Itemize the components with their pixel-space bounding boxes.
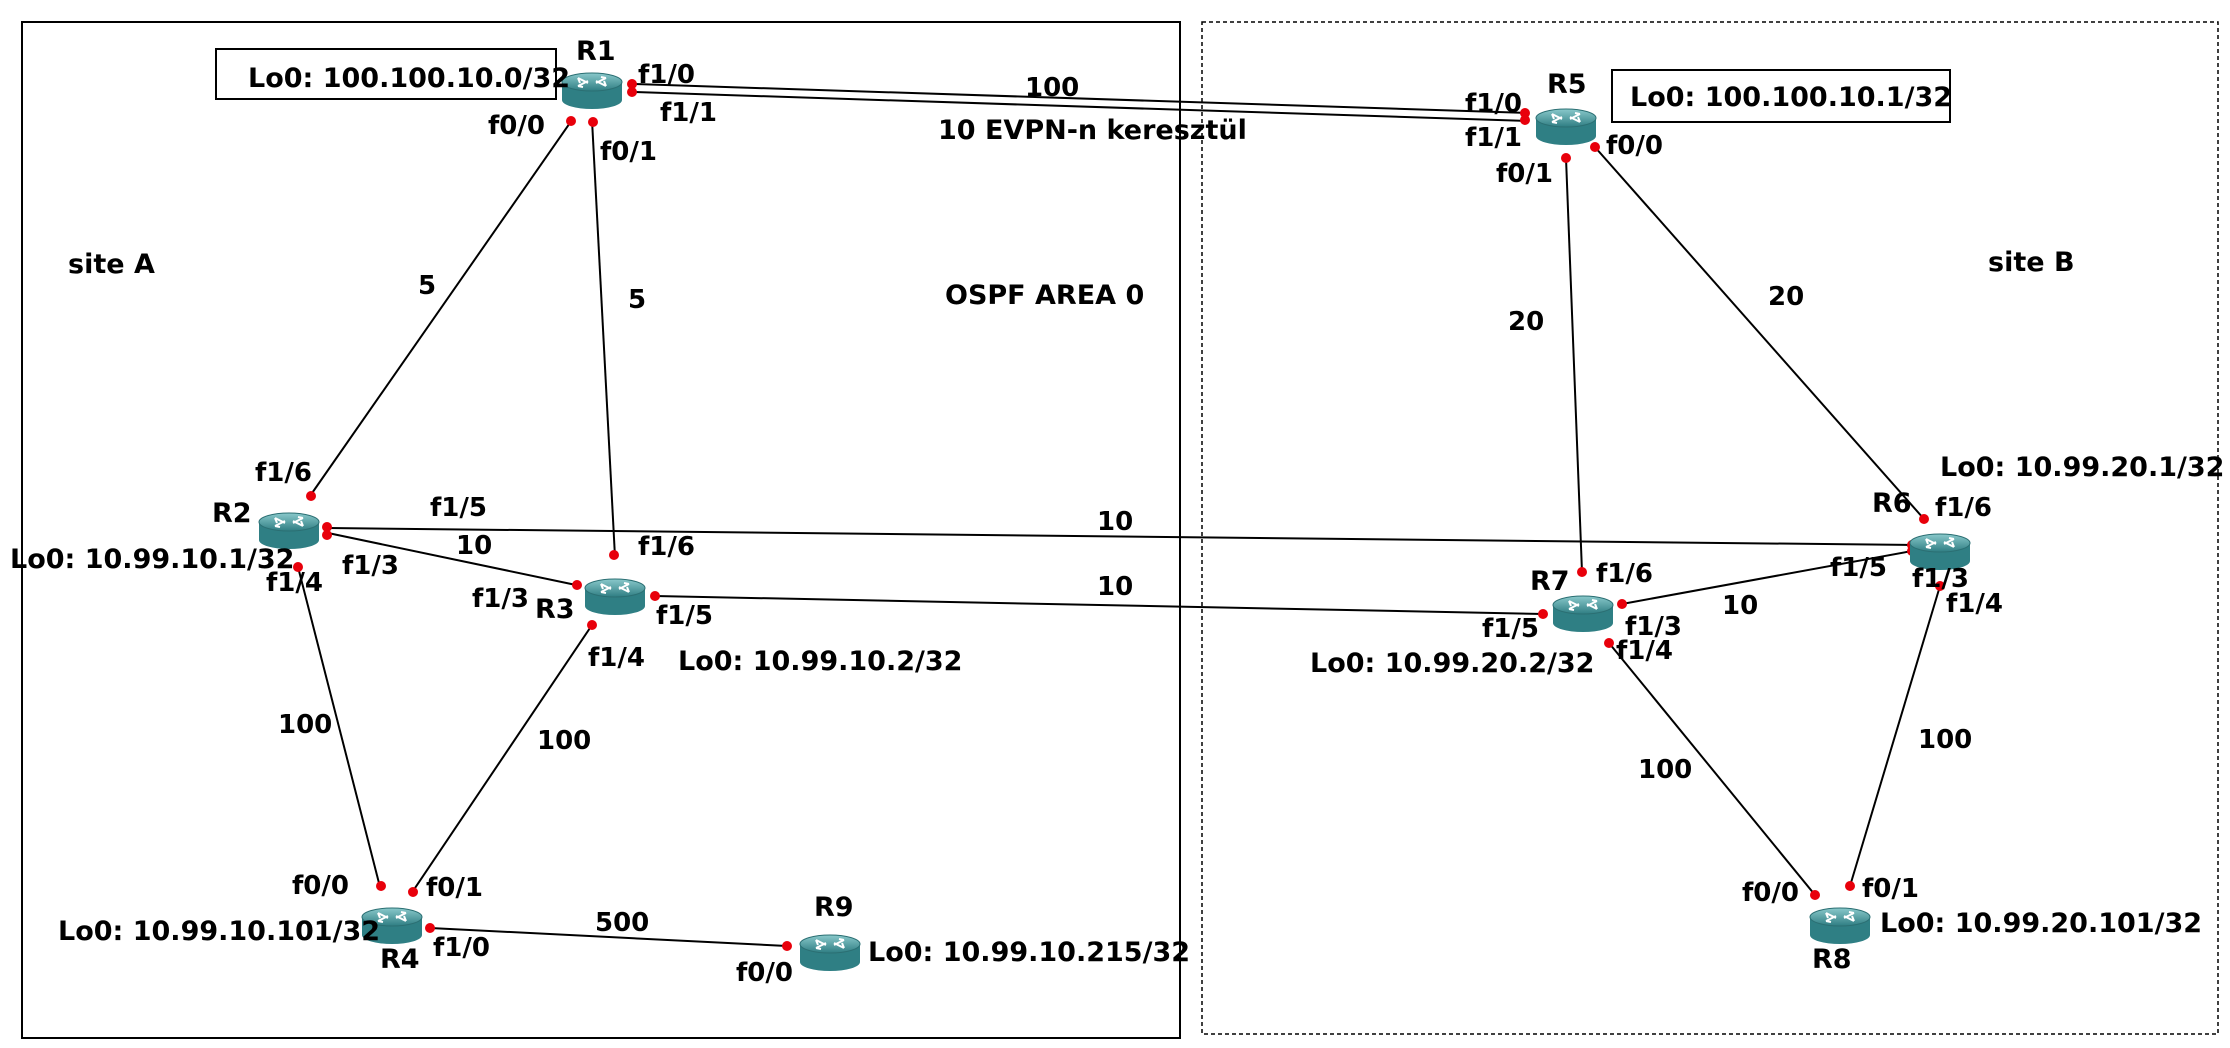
r1-loopback-box bbox=[215, 48, 557, 100]
iface-r2-f1-3: f1/3 bbox=[342, 551, 399, 581]
iface-r2-f1-5: f1/5 bbox=[430, 493, 487, 523]
iface-r1-f1-1: f1/1 bbox=[660, 98, 717, 128]
cost-r5-r6: 20 bbox=[1768, 282, 1804, 312]
router-r3-name: R3 bbox=[535, 594, 575, 625]
router-r4-name: R4 bbox=[380, 944, 420, 975]
cost-r1-r5: 100 bbox=[1025, 73, 1079, 103]
router-r5-name: R5 bbox=[1547, 69, 1587, 100]
link-r1-r5-b bbox=[633, 91, 1528, 122]
router-r8-loopback: Lo0: 10.99.20.101/32 bbox=[1880, 908, 2202, 939]
iface-r1-f1-0: f1/0 bbox=[638, 60, 695, 90]
ospf-area-label: OSPF AREA 0 bbox=[945, 280, 1144, 311]
iface-r5-f0-1: f0/1 bbox=[1496, 159, 1553, 189]
r5-loopback-box bbox=[1611, 69, 1951, 123]
link-r2-r4 bbox=[297, 566, 381, 888]
router-r8-name: R8 bbox=[1812, 944, 1852, 975]
router-r1-loopback: Lo0: 100.100.10.0/32 bbox=[248, 63, 570, 94]
iface-r6-f1-4: f1/4 bbox=[1946, 589, 2003, 619]
site-a-box bbox=[21, 21, 1181, 1039]
router-r7-icon[interactable] bbox=[1552, 595, 1614, 633]
iface-r6-f1-6: f1/6 bbox=[1935, 493, 1992, 523]
site-b-label: site B bbox=[1988, 247, 2075, 278]
iface-r4-f0-1: f0/1 bbox=[426, 873, 483, 903]
iface-r4-f1-0: f1/0 bbox=[433, 933, 490, 963]
link-r1-r5-a bbox=[633, 83, 1528, 114]
iface-r7-f1-5: f1/5 bbox=[1482, 614, 1539, 644]
link-r2-r6 bbox=[327, 527, 1913, 546]
cost-r2-r6: 10 bbox=[1097, 507, 1133, 537]
link-r1-r2 bbox=[309, 119, 573, 497]
cost-r1-r3: 5 bbox=[628, 285, 646, 315]
iface-r2-f1-6: f1/6 bbox=[255, 458, 312, 488]
link-r7-r8 bbox=[1608, 642, 1816, 896]
link-r1-r3 bbox=[591, 119, 616, 558]
iface-r5-f0-0: f0/0 bbox=[1606, 131, 1663, 161]
cost-r5-r7: 20 bbox=[1508, 307, 1544, 337]
router-r5-icon[interactable] bbox=[1535, 108, 1597, 146]
link-r7-r6 bbox=[1621, 550, 1913, 605]
iface-r5-f1-0: f1/0 bbox=[1465, 89, 1522, 119]
link-r3-r7 bbox=[654, 595, 1544, 615]
cost-r2-r3: 10 bbox=[456, 531, 492, 561]
cost-r4-r9: 500 bbox=[595, 908, 649, 938]
iface-r1-f0-1: f0/1 bbox=[600, 137, 657, 167]
iface-r5-f1-1: f1/1 bbox=[1465, 123, 1522, 153]
cost-r6-r8: 100 bbox=[1918, 725, 1972, 755]
router-r4-loopback: Lo0: 10.99.10.101/32 bbox=[58, 916, 380, 947]
link-r4-r9 bbox=[429, 927, 788, 947]
iface-r2-f1-4: f1/4 bbox=[266, 568, 323, 598]
iface-r6-f1-5: f1/5 bbox=[1830, 553, 1887, 583]
router-r9-icon[interactable] bbox=[799, 934, 861, 972]
router-r2-name: R2 bbox=[212, 498, 252, 529]
router-r3-icon[interactable] bbox=[584, 578, 646, 616]
router-r9-name: R9 bbox=[814, 892, 854, 923]
iface-r1-f0-0: f0/0 bbox=[488, 111, 545, 141]
site-b-box bbox=[1201, 21, 2219, 1035]
evpn-label: 10 EVPN-n keresztül bbox=[938, 115, 1247, 146]
iface-r8-f0-0: f0/0 bbox=[1742, 878, 1799, 908]
cost-r7-r6: 10 bbox=[1722, 591, 1758, 621]
iface-r7-f1-3: f1/3 bbox=[1625, 612, 1682, 642]
cost-r7-r8: 100 bbox=[1638, 755, 1692, 785]
iface-r9-f0-0: f0/0 bbox=[736, 958, 793, 988]
iface-r7-f1-4: f1/4 bbox=[1616, 636, 1673, 666]
router-r8-icon[interactable] bbox=[1809, 907, 1871, 945]
link-r5-r7 bbox=[1565, 157, 1583, 573]
iface-r3-f1-3: f1/3 bbox=[472, 584, 529, 614]
iface-r3-f1-5: f1/5 bbox=[656, 601, 713, 631]
router-r7-name: R7 bbox=[1530, 566, 1570, 597]
iface-r6-f1-3: f1/3 bbox=[1912, 564, 1969, 594]
iface-r8-f0-1: f0/1 bbox=[1862, 874, 1919, 904]
link-r2-r3 bbox=[327, 532, 577, 586]
router-r9-loopback: Lo0: 10.99.10.215/32 bbox=[868, 937, 1190, 968]
router-r5-loopback: Lo0: 100.100.10.1/32 bbox=[1630, 82, 1952, 113]
cost-r1-r2: 5 bbox=[418, 271, 436, 301]
router-r2-loopback: Lo0: 10.99.10.1/32 bbox=[10, 544, 294, 575]
iface-r4-f0-0: f0/0 bbox=[292, 871, 349, 901]
router-r6-loopback: Lo0: 10.99.20.1/32 bbox=[1940, 452, 2224, 483]
cost-r2-r4: 100 bbox=[278, 710, 332, 740]
cost-r3-r7: 10 bbox=[1097, 572, 1133, 602]
router-r6-name: R6 bbox=[1872, 488, 1912, 519]
cost-r3-r4: 100 bbox=[537, 726, 591, 756]
router-r3-loopback: Lo0: 10.99.10.2/32 bbox=[678, 646, 962, 677]
iface-r7-f1-6: f1/6 bbox=[1596, 559, 1653, 589]
iface-r3-f1-4: f1/4 bbox=[588, 643, 645, 673]
link-r5-r6 bbox=[1593, 145, 1925, 520]
link-r3-r4 bbox=[412, 624, 593, 892]
router-r7-loopback: Lo0: 10.99.20.2/32 bbox=[1310, 648, 1594, 679]
link-r6-r8 bbox=[1849, 585, 1941, 887]
iface-r3-f1-6: f1/6 bbox=[638, 532, 695, 562]
port-markers bbox=[293, 79, 1945, 951]
router-r1-name: R1 bbox=[576, 36, 616, 67]
site-a-label: site A bbox=[68, 249, 155, 280]
router-r1-icon[interactable] bbox=[561, 72, 623, 110]
